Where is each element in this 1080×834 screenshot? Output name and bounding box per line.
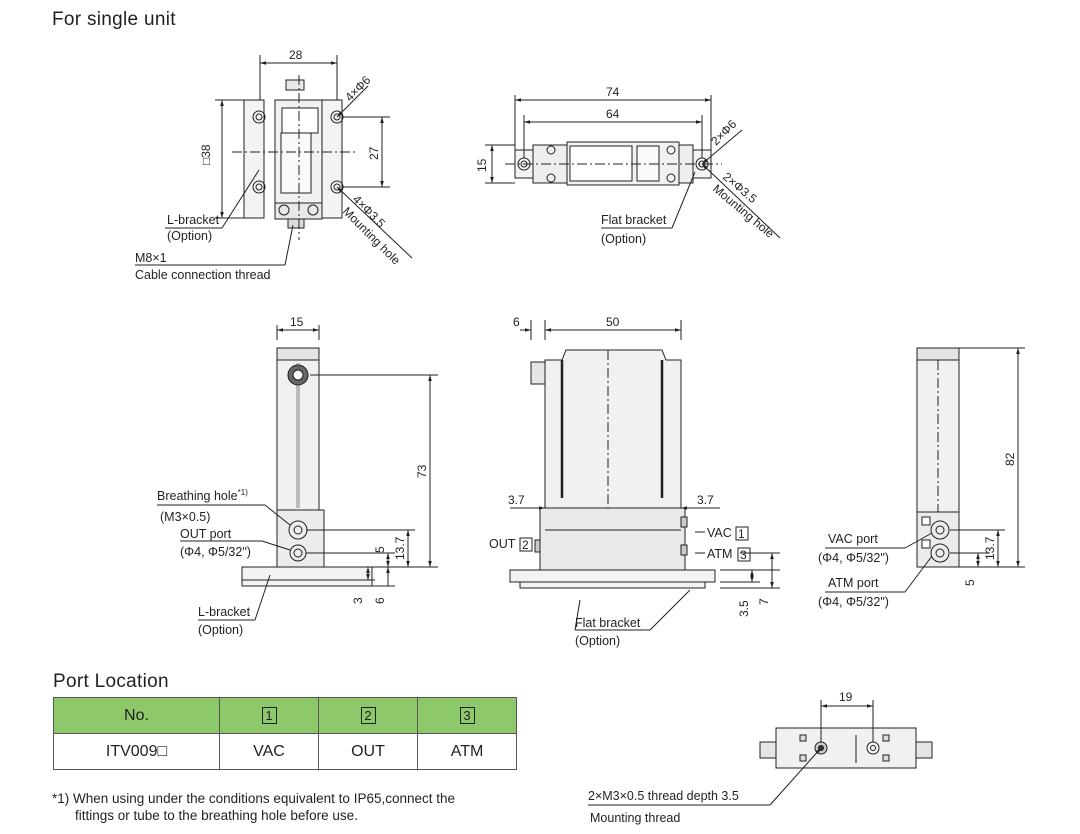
callout-labels: L-bracket (Option) M8×1 Cable connection…: [135, 213, 889, 825]
vac-port-label: VAC port: [828, 532, 878, 546]
breathing-hole-label: Breathing hole*1): [157, 488, 248, 503]
cell-port-3: ATM: [417, 733, 517, 770]
dim-64: 64: [606, 107, 620, 121]
dim-28: 28: [289, 48, 303, 62]
l-bracket-label-top: L-bracket: [167, 213, 220, 227]
port-location-title: Port Location: [53, 671, 169, 692]
dim-square-38: □38: [199, 144, 213, 165]
option-label-mid-left: (Option): [198, 623, 243, 637]
header-no: No.: [53, 697, 220, 734]
dim-2-phi6: 2×Φ6: [708, 117, 739, 148]
header-port-2: 2: [318, 697, 418, 734]
middle-right-view: [825, 347, 1025, 593]
dim-7: 7: [757, 598, 771, 605]
atm-port-label: ATM port: [828, 576, 879, 590]
table-row: ITV009□ VAC OUT ATM: [53, 733, 517, 770]
flat-bracket-label-top: Flat bracket: [601, 213, 667, 227]
dim-19: 19: [839, 690, 853, 704]
cell-model: ITV009□: [53, 733, 220, 770]
cell-port-1: VAC: [219, 733, 319, 770]
cell-port-2: OUT: [318, 733, 418, 770]
dim-4-phi6: 4×Φ6: [342, 73, 373, 104]
page-title: For single unit: [52, 9, 176, 30]
header-port-1: 1: [219, 697, 319, 734]
dim-3-7-left: 3.7: [508, 493, 525, 507]
thread-label: 2×M3×0.5 thread depth 3.5: [588, 789, 739, 803]
dim-73: 73: [415, 464, 429, 478]
dim-82: 82: [1003, 452, 1017, 466]
atm-number: 3: [740, 548, 747, 562]
header-port-3: 3: [417, 697, 517, 734]
option-label-top-right: (Option): [601, 232, 646, 246]
dim-13-7-left: 13.7: [393, 536, 407, 560]
port-location-table: No. 1 2 3 ITV009□ VAC OUT ATM: [53, 697, 517, 770]
option-label-mid-center: (Option): [575, 634, 620, 648]
dim-27: 27: [367, 146, 381, 160]
out-number: 2: [522, 538, 529, 552]
middle-left-view: [157, 325, 438, 621]
atm-port-size: (Φ4, Φ5/32"): [818, 595, 889, 609]
mounting-thread-label: Mounting thread: [590, 811, 680, 825]
dim-50: 50: [606, 315, 620, 329]
out-port-size: (Φ4, Φ5/32"): [180, 545, 251, 559]
top-right-view: [485, 95, 781, 239]
dim-6-left: 6: [373, 597, 387, 604]
cable-thread-label: Cable connection thread: [135, 268, 271, 282]
footnote: *1) When using under the conditions equi…: [52, 790, 455, 824]
footnote-line-1: *1) When using under the conditions equi…: [52, 791, 456, 806]
l-bracket-label-side: L-bracket: [198, 605, 251, 619]
m3-label: (M3×0.5): [160, 510, 210, 524]
bottom-right-view: [588, 700, 933, 806]
vac-label: VAC: [707, 526, 732, 540]
vac-port-size: (Φ4, Φ5/32"): [818, 551, 889, 565]
dim-5-right: 5: [963, 579, 977, 586]
dim-15: 15: [475, 158, 489, 172]
out-port-label: OUT port: [180, 527, 232, 541]
middle-center-view: [509, 320, 780, 631]
dim-74: 74: [606, 85, 620, 99]
option-label-top-left: (Option): [167, 229, 212, 243]
dim-3-5: 3.5: [737, 600, 751, 617]
m8-label: M8×1: [135, 251, 167, 265]
out-label: OUT: [489, 537, 516, 551]
top-left-view: [135, 55, 413, 266]
dim-3-7-right: 3.7: [697, 493, 714, 507]
dim-6-center: 6: [513, 315, 520, 329]
table-header-row: No. 1 2 3: [53, 697, 517, 734]
dim-5-left: 5: [373, 546, 387, 553]
atm-label: ATM: [707, 547, 732, 561]
vac-number: 1: [738, 527, 745, 541]
dim-3: 3: [351, 597, 365, 604]
dim-15-side: 15: [290, 315, 304, 329]
dim-13-7-right: 13.7: [983, 536, 997, 560]
footnote-line-2: fittings or tube to the breathing hole b…: [75, 808, 358, 823]
flat-bracket-label-side: Flat bracket: [575, 616, 641, 630]
